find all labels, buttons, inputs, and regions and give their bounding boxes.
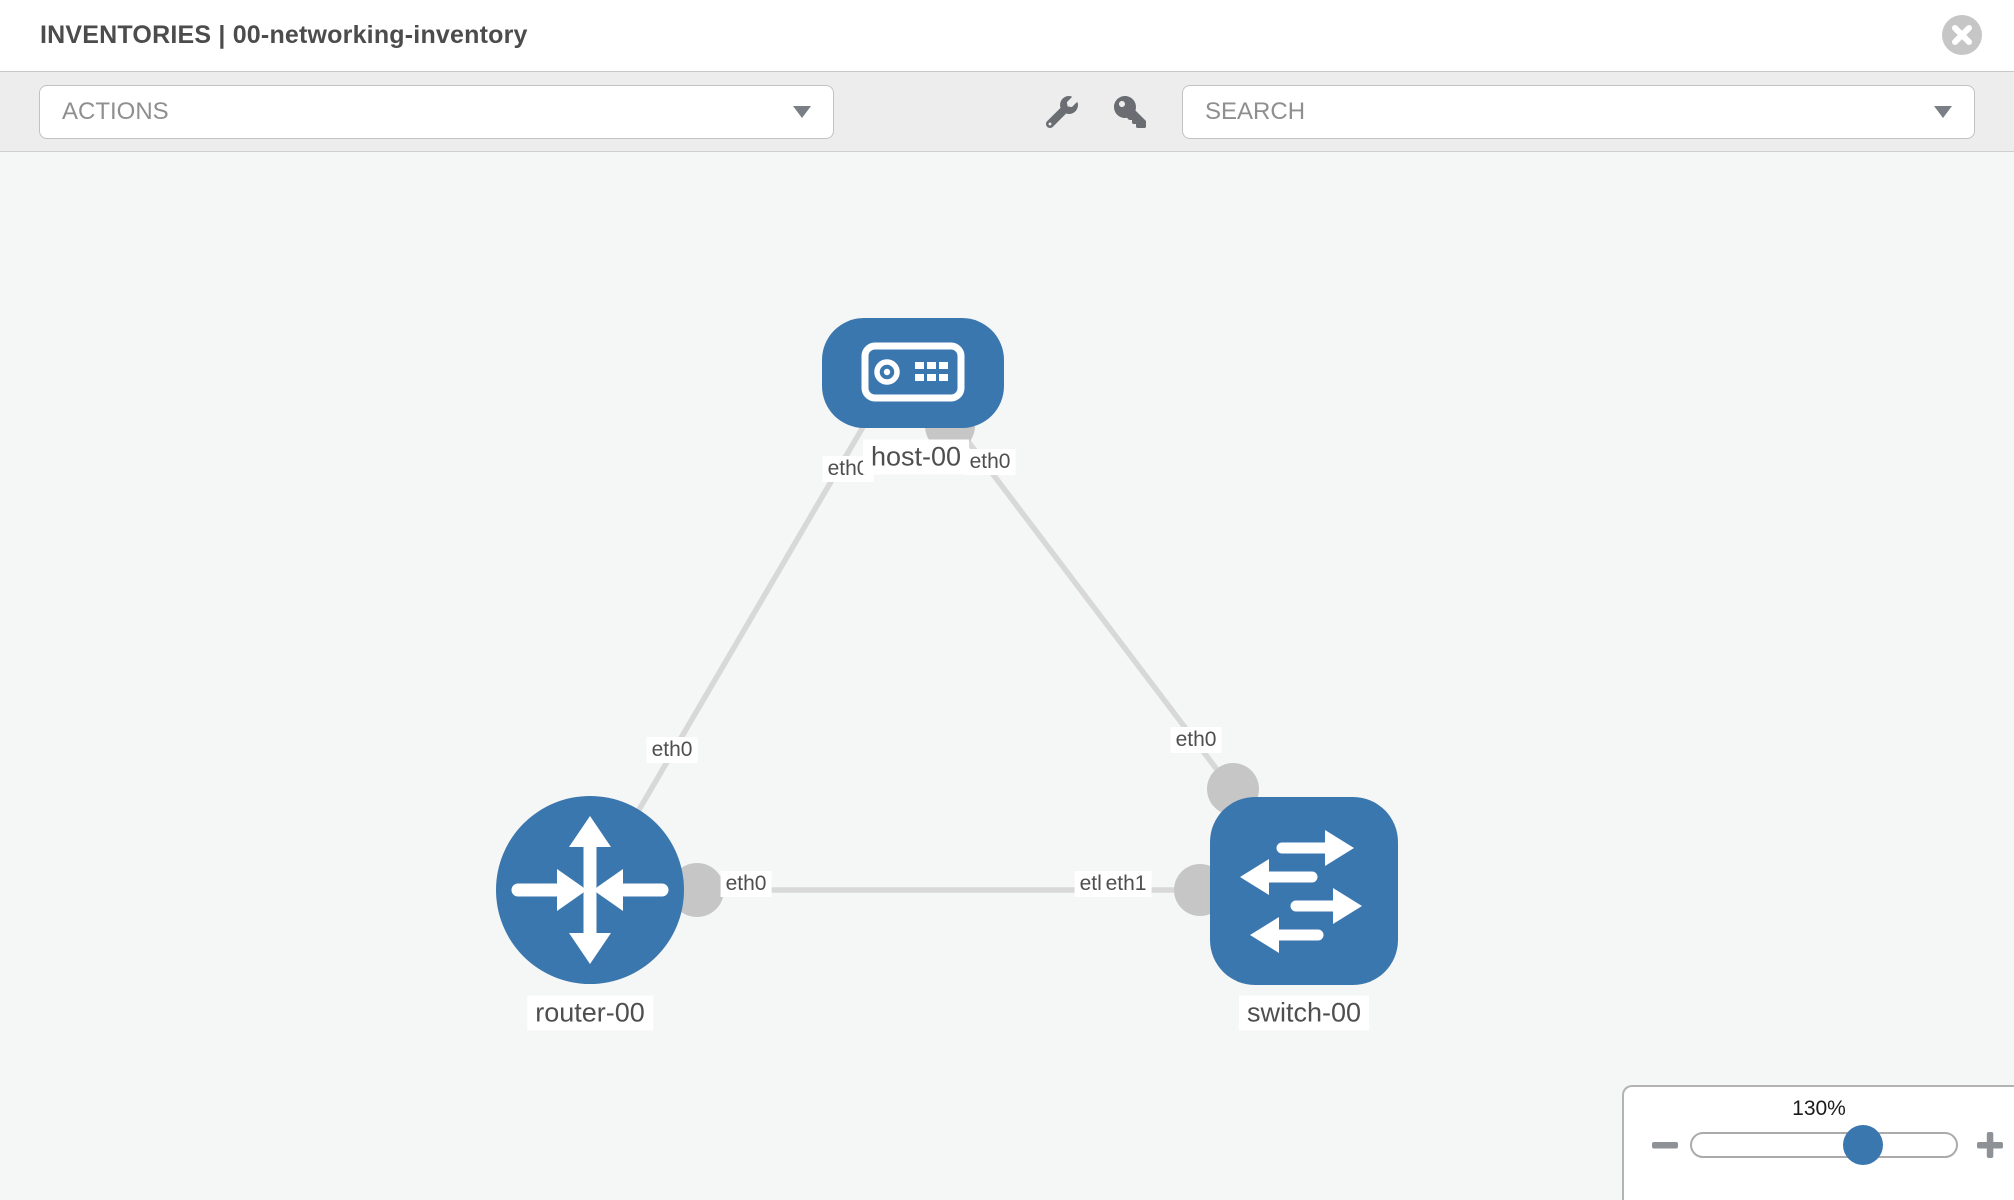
zoom-control-panel: 130% <box>1622 1085 2014 1200</box>
node-router-00[interactable] <box>496 796 684 984</box>
close-icon <box>1952 25 1972 45</box>
key-icon <box>1114 95 1146 128</box>
close-button[interactable] <box>1942 15 1982 55</box>
search-dropdown[interactable]: SEARCH <box>1182 84 1975 139</box>
zoom-slider-track[interactable] <box>1690 1125 1958 1165</box>
interface-label: eth0 <box>964 449 1016 475</box>
server-icon <box>861 342 965 402</box>
interface-label: eth0 <box>646 737 698 763</box>
minus-icon <box>1652 1142 1678 1149</box>
node-label-switch: switch-00 <box>1238 995 1370 1031</box>
actions-dropdown[interactable]: ACTIONS <box>39 84 834 139</box>
interface-label: eth0 <box>1170 727 1222 753</box>
interface-label: eth0 <box>720 871 772 897</box>
chevron-down-icon <box>1934 105 1952 118</box>
zoom-in-button[interactable] <box>1974 1131 2006 1159</box>
link-host-router[interactable] <box>592 413 873 887</box>
connector-router-right <box>670 863 724 917</box>
actions-dropdown-label: ACTIONS <box>62 97 169 125</box>
switch-arrows-icon <box>1240 830 1362 953</box>
toolbar: ACTIONS SEARCH <box>0 71 2014 152</box>
plus-icon <box>1977 1132 2003 1158</box>
search-dropdown-label: SEARCH <box>1205 97 1306 125</box>
zoom-slider-thumb[interactable] <box>1843 1125 1883 1165</box>
node-label-host: host-00 <box>862 439 970 475</box>
tools-button[interactable] <box>1039 89 1085 135</box>
node-label-router: router-00 <box>527 995 653 1031</box>
router-arrows-icon <box>511 816 669 964</box>
zoom-out-button[interactable] <box>1650 1131 1680 1159</box>
page-title: INVENTORIES | 00-networking-inventory <box>40 21 528 49</box>
header: INVENTORIES | 00-networking-inventory <box>0 0 2014 71</box>
zoom-level: 130% <box>1792 1097 1846 1120</box>
credentials-button[interactable] <box>1107 89 1153 135</box>
node-host-00[interactable] <box>822 318 1004 428</box>
chevron-down-icon <box>793 105 811 118</box>
topology-graph <box>496 318 1398 985</box>
node-switch-00[interactable] <box>1210 797 1398 985</box>
wrench-icon <box>1046 95 1078 128</box>
topology-canvas[interactable]: eth0 host-00 eth0 eth0 eth0 eth0 eth0 et… <box>0 152 2014 1200</box>
interface-label: eth1 <box>1100 871 1152 897</box>
